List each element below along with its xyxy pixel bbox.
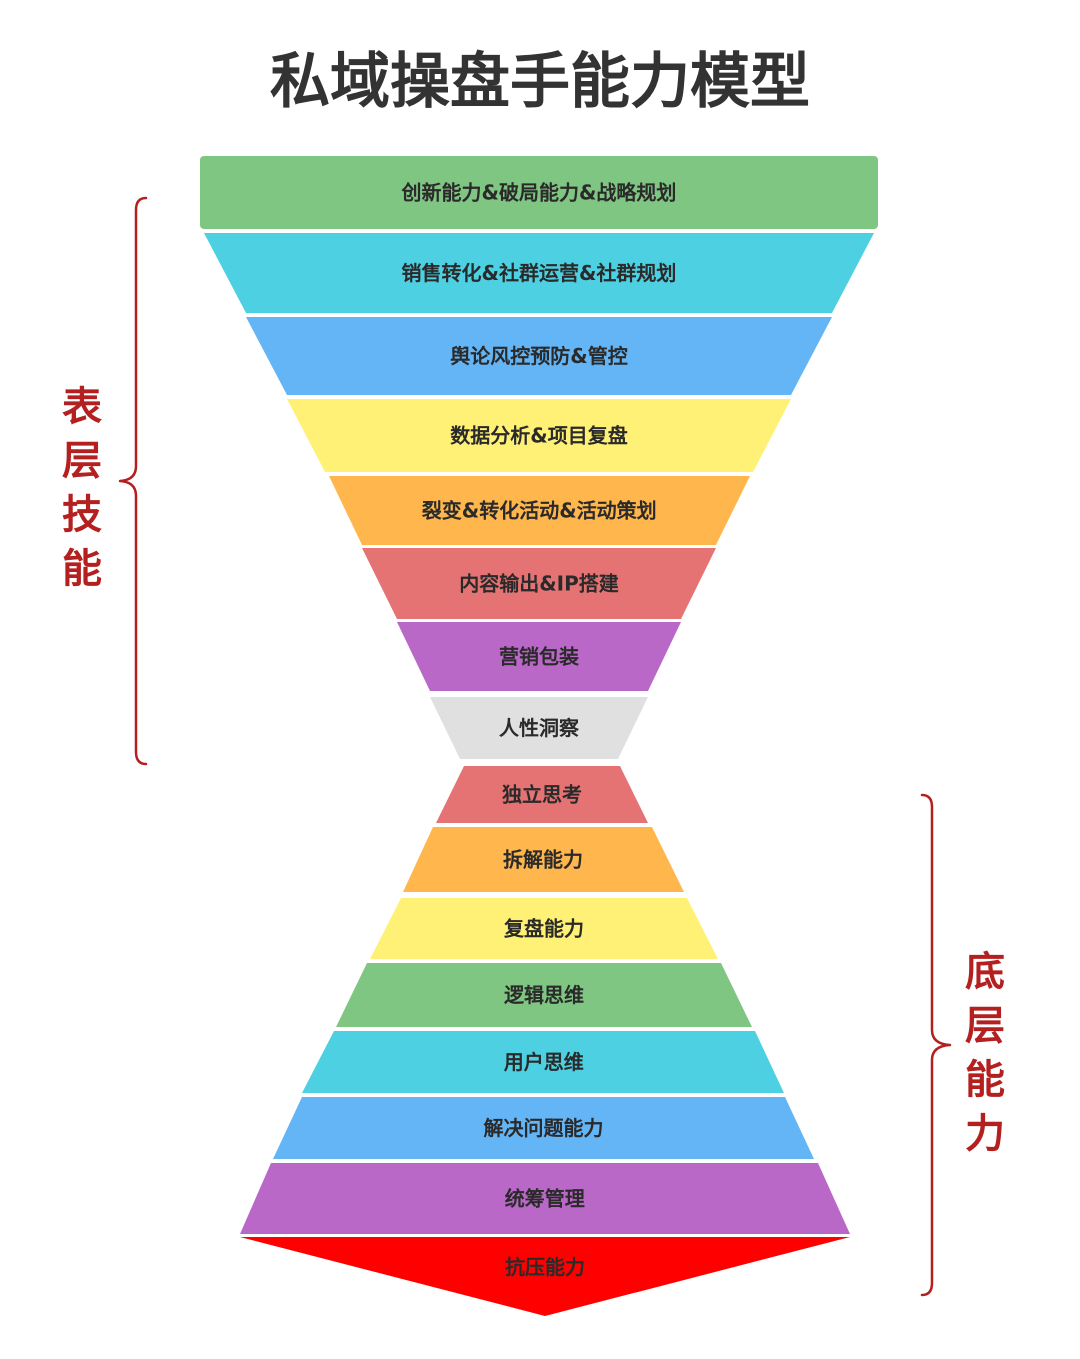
left-label-char-4: 能 xyxy=(62,546,102,592)
surface-skills-funnel: 创新能力&破局能力&战略规划销售转化&社群运营&社群规划舆论风控预防&管控数据分… xyxy=(200,156,878,759)
ability-band-label-3: 复盘能力 xyxy=(503,917,584,941)
ability-band-4 xyxy=(336,963,752,1027)
left-label-char-2: 层 xyxy=(62,438,102,484)
ability-band-label-7: 统筹管理 xyxy=(505,1187,585,1211)
ability-band-6 xyxy=(273,1097,814,1159)
skill-band-7 xyxy=(397,622,681,691)
ability-band-3 xyxy=(370,898,718,959)
ability-band-8 xyxy=(240,1237,850,1316)
skill-band-label-7: 营销包装 xyxy=(499,645,579,669)
skill-band-3 xyxy=(246,317,832,395)
left-brace xyxy=(118,196,148,766)
ability-band-1 xyxy=(436,766,648,823)
ability-band-label-5: 用户思维 xyxy=(504,1050,584,1074)
left-label-char-3: 技 xyxy=(62,492,102,538)
right-label-char-1: 底 xyxy=(965,949,1005,995)
ability-band-2 xyxy=(403,827,684,892)
skill-band-label-8: 人性洞察 xyxy=(499,716,580,740)
skill-band-label-3: 舆论风控预防&管控 xyxy=(450,344,627,368)
skill-band-1 xyxy=(200,156,878,229)
ability-band-label-4: 逻辑思维 xyxy=(504,983,584,1007)
ability-band-7 xyxy=(240,1163,850,1234)
right-label-char-2: 层 xyxy=(965,1003,1005,1049)
skill-band-label-1: 创新能力&破局能力&战略规划 xyxy=(401,181,677,205)
ability-band-label-8: 抗压能力 xyxy=(505,1255,585,1279)
skill-band-5 xyxy=(329,476,750,545)
skill-band-2 xyxy=(204,233,874,313)
left-label-char-1: 表 xyxy=(62,384,102,430)
skill-band-8 xyxy=(430,697,648,759)
ability-band-label-2: 拆解能力 xyxy=(503,848,583,872)
ability-band-5 xyxy=(302,1031,784,1093)
skill-band-label-5: 裂变&转化活动&活动策划 xyxy=(422,499,657,523)
skill-band-label-6: 内容输出&IP搭建 xyxy=(459,572,619,596)
skill-band-4 xyxy=(287,399,791,472)
right-brace xyxy=(920,793,952,1297)
skill-band-6 xyxy=(362,548,716,619)
page-title: 私域操盘手能力模型 xyxy=(270,47,810,117)
skill-band-label-2: 销售转化&社群运营&社群规划 xyxy=(402,261,677,285)
right-label-char-3: 能 xyxy=(965,1057,1005,1103)
ability-band-label-6: 解决问题能力 xyxy=(484,1116,604,1140)
right-label-char-4: 力 xyxy=(965,1111,1005,1157)
ability-band-label-1: 独立思考 xyxy=(502,783,582,807)
skill-band-label-4: 数据分析&项目复盘 xyxy=(450,424,627,448)
